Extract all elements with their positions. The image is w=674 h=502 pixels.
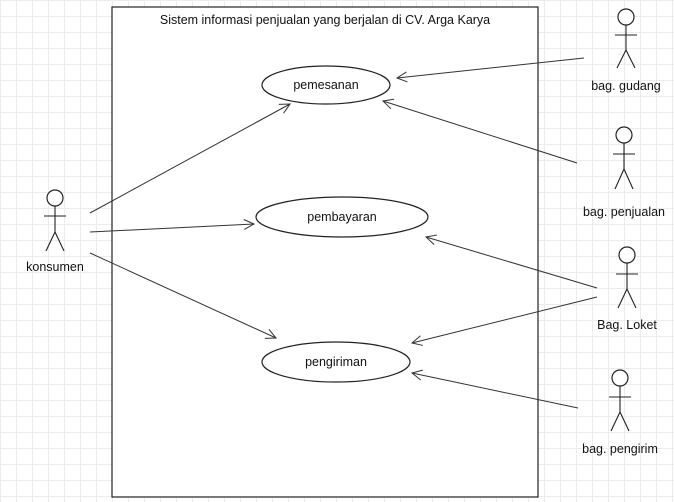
actor-bag-pengirim-left-leg <box>610 411 621 432</box>
actor-bag-pengirim-head <box>611 369 629 387</box>
association-konsumen-pengiriman <box>89 252 276 338</box>
use-case-pembayaran[interactable]: pembayaran <box>255 196 429 238</box>
actor-bag-loket-left-leg <box>617 288 628 309</box>
association-konsumen-pemesanan <box>89 104 290 214</box>
actor-bag-gudang-label: bag. gudang <box>591 79 661 93</box>
use-case-pemesanan[interactable]: pemesanan <box>261 65 391 105</box>
actor-bag-pengirim-label: bag. pengirim <box>582 442 658 456</box>
association-bag-loket-pembayaran <box>426 237 598 289</box>
association-bag-penjualan-pemesanan <box>383 101 578 164</box>
actor-bag-loket[interactable]: Bag. Loket <box>597 246 657 332</box>
actor-bag-pengirim-right-leg <box>619 411 630 432</box>
actor-bag-penjualan[interactable]: bag. penjualan <box>583 126 665 219</box>
actor-konsumen-left-leg <box>45 231 56 252</box>
association-konsumen-pembayaran <box>89 224 254 233</box>
actor-konsumen-head <box>46 189 64 207</box>
use-case-pengiriman[interactable]: pengiriman <box>261 341 411 383</box>
actor-bag-gudang-head <box>617 8 635 26</box>
actor-bag-gudang-right-leg <box>625 49 636 69</box>
actor-bag-loket-head <box>618 246 636 264</box>
actor-konsumen-right-leg <box>54 231 65 252</box>
actor-bag-pengirim[interactable]: bag. pengirim <box>582 369 658 456</box>
actor-bag-penjualan-head <box>615 126 633 144</box>
use-case-pemesanan-ellipse[interactable] <box>261 65 391 105</box>
actor-bag-loket-label: Bag. Loket <box>597 318 657 332</box>
use-case-pembayaran-ellipse[interactable] <box>255 196 429 238</box>
association-bag-gudang-pemesanan <box>397 57 585 78</box>
actor-konsumen[interactable]: konsumen <box>26 189 84 274</box>
actor-bag-gudang[interactable]: bag. gudang <box>591 8 661 93</box>
use-case-pembayaran-label: pembayaran <box>307 210 377 224</box>
use-case-pengiriman-ellipse[interactable] <box>261 341 411 383</box>
actor-bag-penjualan-right-leg <box>623 168 634 190</box>
system-title: Sistem informasi penjualan yang berjalan… <box>160 13 490 27</box>
actor-bag-loket-right-leg <box>626 288 637 309</box>
actor-bag-gudang-left-leg <box>616 49 627 69</box>
actor-bag-penjualan-label: bag. penjualan <box>583 205 665 219</box>
actor-bag-penjualan-left-leg <box>614 168 625 190</box>
actor-konsumen-label: konsumen <box>26 260 84 274</box>
use-case-pemesanan-label: pemesanan <box>293 78 358 92</box>
use-case-pengiriman-label: pengiriman <box>305 355 367 369</box>
association-bag-pengirim-pengiriman <box>412 373 579 409</box>
association-bag-loket-pengiriman <box>412 296 598 343</box>
